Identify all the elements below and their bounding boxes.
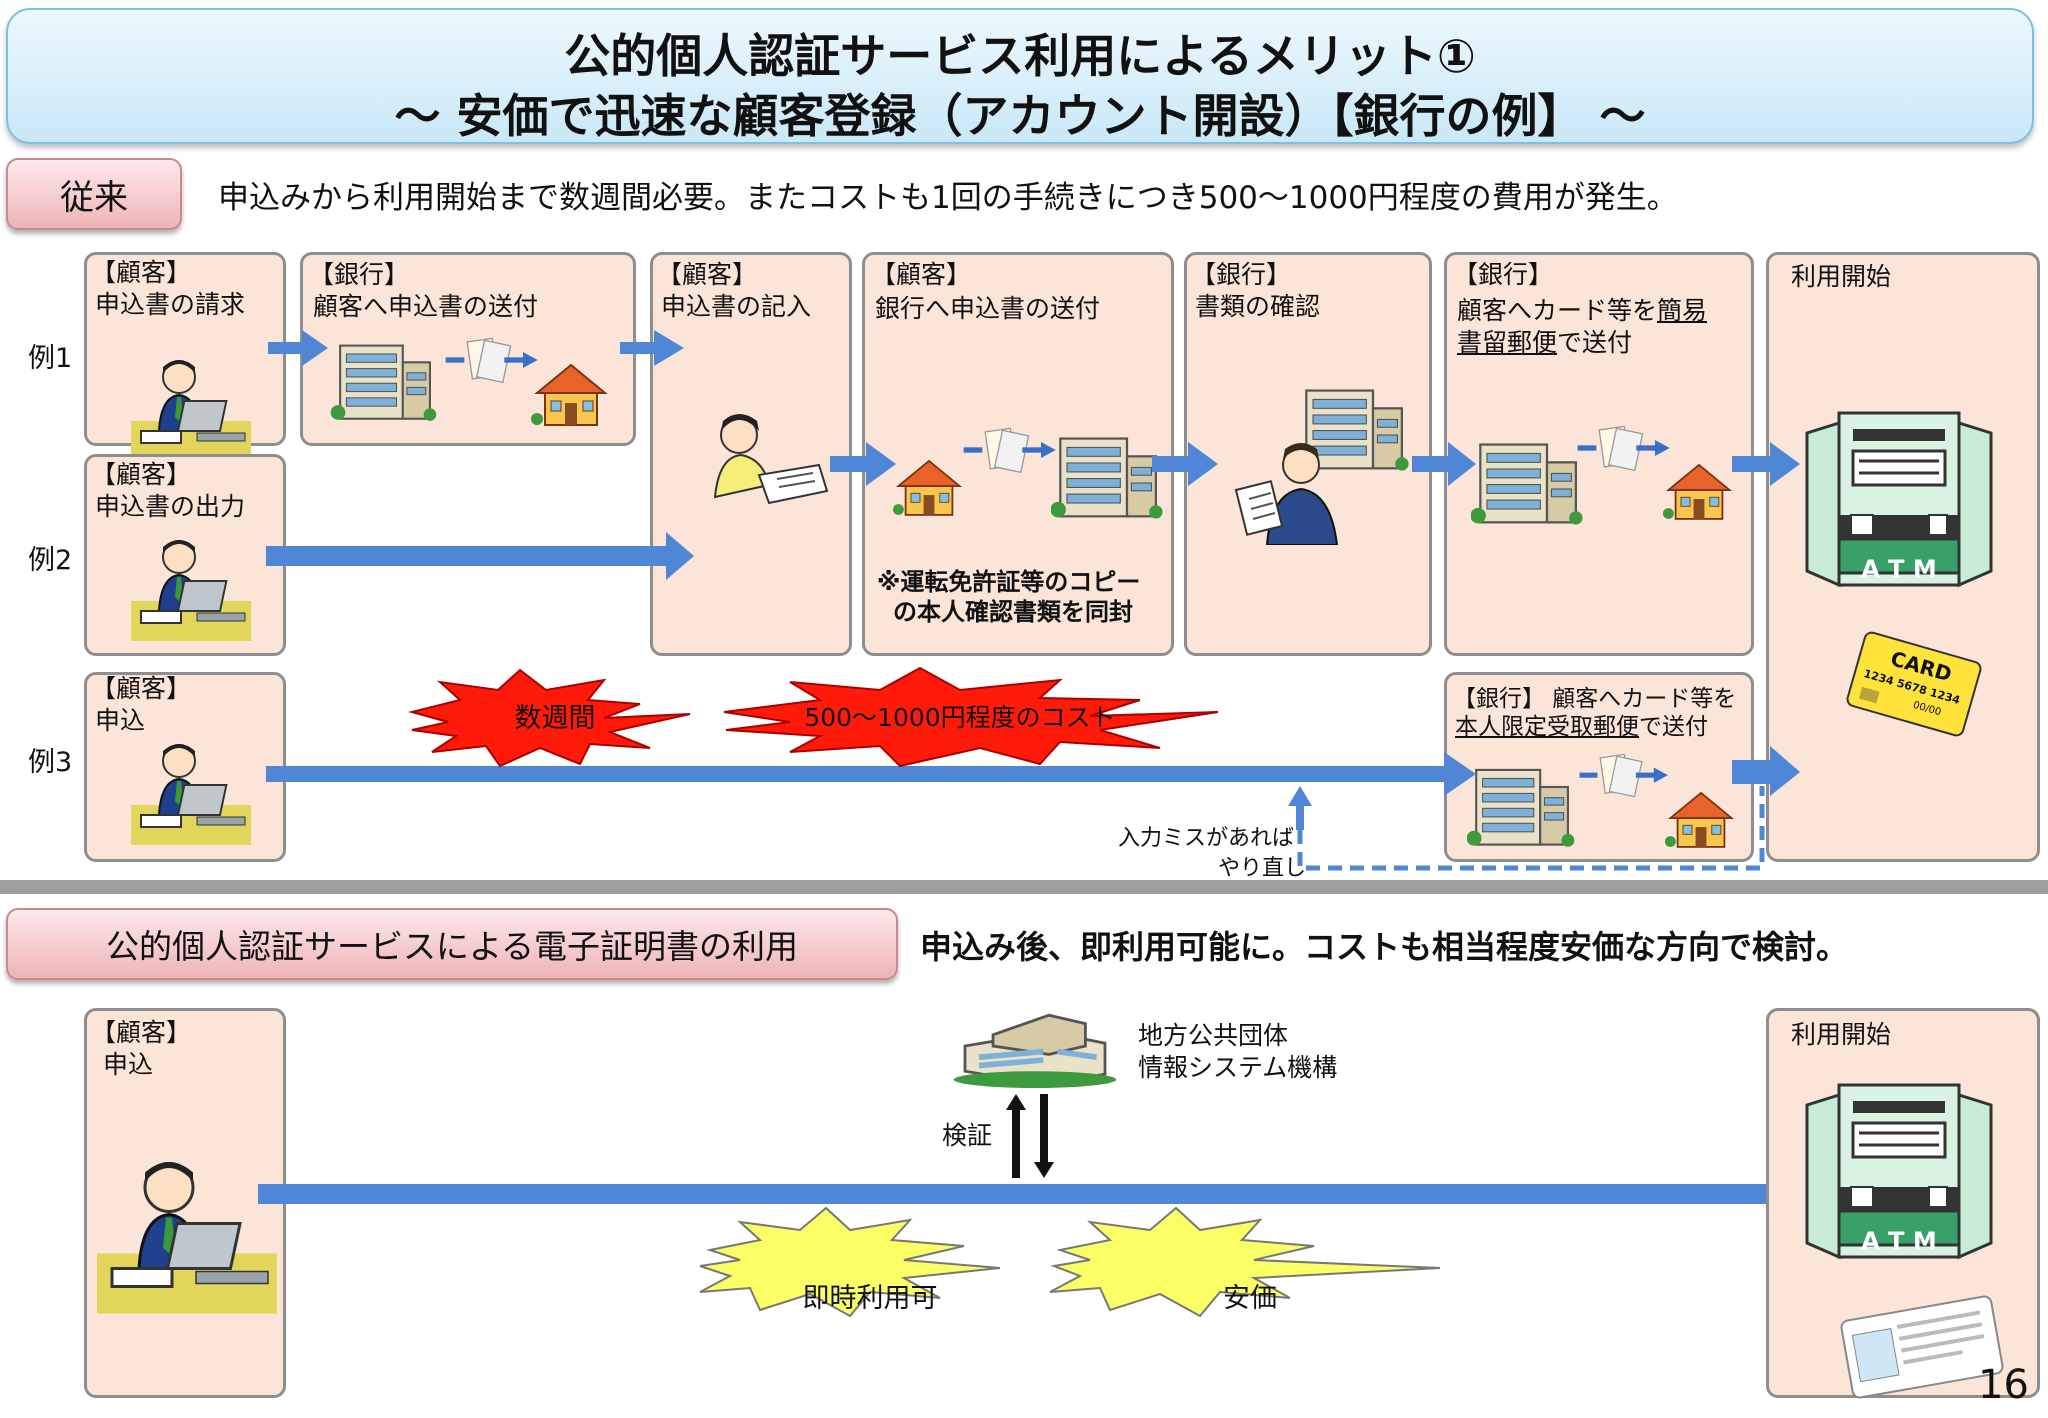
customer-tag: 【顧客】 <box>91 1018 192 1047</box>
customer-tag: 【顧客】 <box>871 260 972 289</box>
customer-tag: 【顧客】 <box>657 260 758 289</box>
retry-dashed-line <box>1297 786 1765 871</box>
jpki-customer-text: 申込 <box>103 1050 154 1079</box>
arrow-up-icon <box>1288 786 1312 830</box>
weeks-burst-icon <box>408 668 691 768</box>
bank-send-card-restricted-text-2: 本人限定受取郵便で送付 <box>1455 714 1708 740</box>
title-line-2: ～ 安価で迅速な顧客登録（アカウント開設）【銀行の例】 ～ <box>394 89 1646 143</box>
instant-burst-icon <box>699 1206 1001 1318</box>
title-line-1: 公的個人認証サービス利用によるメリット① <box>564 29 1476 83</box>
retry-note-line-2: やり直し <box>1218 856 1307 881</box>
instant-burst-label: 即時利用可 <box>802 1283 938 1314</box>
page-number: 16 <box>1978 1362 2029 1408</box>
title-banner: 公的個人認証サービス利用によるメリット① ～ 安価で迅速な顧客登録（アカウント開… <box>6 8 2034 144</box>
atm-label: A T M <box>1861 1227 1937 1255</box>
arrow-right-icon <box>1732 746 1800 796</box>
customer-tag: 【顧客】 <box>91 258 192 287</box>
customer-apply-box: 【顧客】 申込 <box>84 672 286 862</box>
photo-icon <box>1851 1328 1900 1383</box>
bank-send-card-text-2: 書留郵便で送付 <box>1457 328 1633 357</box>
customer-fill-form-box: 【顧客】 申込書の記入 <box>650 252 852 656</box>
cheap-burst-icon <box>1049 1206 1441 1318</box>
start-usage-text: 利用開始 <box>1791 262 1892 291</box>
jpki-description: 申込み後、即利用可能に。コストも相当程度安価な方向で検討。 <box>920 928 1849 966</box>
verify-label: 検証 <box>942 1121 993 1150</box>
arrow-right-icon <box>1152 442 1218 486</box>
jpki-start-usage-box: 利用開始 A T M <box>1766 1008 2040 1400</box>
start-usage-text: 利用開始 <box>1791 1020 1892 1049</box>
weeks-burst-label: 数週間 <box>514 703 596 734</box>
jlis-name-line-2: 情報システム機構 <box>1138 1053 1338 1082</box>
customer-return-form-text: 銀行へ申込書の送付 <box>875 294 1101 323</box>
row-label-1: 例1 <box>28 343 73 374</box>
customer-print-box: 【顧客】 申込書の出力 <box>84 454 286 656</box>
bank-tag: 【銀行】 <box>1191 260 1292 289</box>
arrow-down-icon <box>1034 1094 1054 1178</box>
cost-burst-label: 500～1000円程度のコスト <box>804 703 1116 732</box>
bank-send-card-box: 【銀行】 顧客へカード等を簡易 書留郵便で送付 <box>1444 252 1754 656</box>
customer-tag: 【顧客】 <box>91 674 192 703</box>
id-copy-note-line-2: の本人確認書類を同封 <box>893 598 1133 626</box>
atm-label: A T M <box>1861 555 1937 583</box>
retry-note-line-1: 入力ミスがあれば <box>1118 826 1295 851</box>
customer-return-form-box: 【顧客】 銀行へ申込書の送付 ※運転免許証等のコピー の本人確認書類を同封 <box>862 252 1174 656</box>
customer-fill-form-text: 申込書の記入 <box>661 292 812 321</box>
arrow-right-icon <box>620 330 684 366</box>
jpki-customer-box: 【顧客】 申込 <box>84 1008 286 1398</box>
customer-print-text: 申込書の出力 <box>95 492 246 521</box>
arrow-right-icon <box>258 1170 1802 1218</box>
bank-tag: 【銀行】 <box>309 260 410 289</box>
arrow-right-icon <box>266 752 1476 796</box>
section-divider <box>0 880 2048 894</box>
customer-apply-text: 申込 <box>95 706 146 735</box>
arrow-right-icon <box>266 532 694 580</box>
conventional-description: 申込みから利用開始まで数週間必要。またコストも1回の手続きにつき500～1000… <box>218 180 1678 216</box>
jlis-building-icon <box>953 1013 1117 1088</box>
cheap-burst-label: 安価 <box>1223 1283 1277 1314</box>
bank-tag: 【銀行】 <box>1453 260 1554 289</box>
start-usage-box: 利用開始 A T M CARD 1234 5678 1234 00/00 <box>1766 252 2040 862</box>
arrow-right-icon <box>1412 442 1476 486</box>
id-copy-note-line-1: ※運転免許証等のコピー <box>877 568 1141 596</box>
arrow-right-icon <box>1732 442 1800 486</box>
conventional-label: 従来 <box>6 158 182 230</box>
arrow-right-icon <box>268 330 328 366</box>
jpki-flow-arrows <box>258 1094 1802 1318</box>
customer-request-text: 申込書の請求 <box>95 290 246 319</box>
row-label-2: 例2 <box>28 545 73 576</box>
bank-send-card-restricted-text-1: 【銀行】 顧客へカード等を <box>1453 686 1737 712</box>
jlis-name-line-1: 地方公共団体 <box>1138 1021 1289 1050</box>
row-label-3: 例3 <box>28 747 73 778</box>
bank-send-card-text-1: 顧客へカード等を簡易 <box>1457 296 1708 325</box>
arrow-up-icon <box>1006 1094 1026 1178</box>
customer-request-box: 【顧客】 申込書の請求 <box>84 252 286 446</box>
bank-send-form-text: 顧客へ申込書の送付 <box>313 292 539 321</box>
conventional-flow-arrows <box>266 330 1800 871</box>
cost-burst-icon <box>723 666 1219 768</box>
customer-tag: 【顧客】 <box>91 460 192 489</box>
bank-check-text: 書類の確認 <box>1195 292 1321 321</box>
bank-check-box: 【銀行】 書類の確認 <box>1184 252 1432 656</box>
arrow-right-icon <box>830 442 896 486</box>
jpki-label: 公的個人認証サービスによる電子証明書の利用 <box>6 908 898 980</box>
